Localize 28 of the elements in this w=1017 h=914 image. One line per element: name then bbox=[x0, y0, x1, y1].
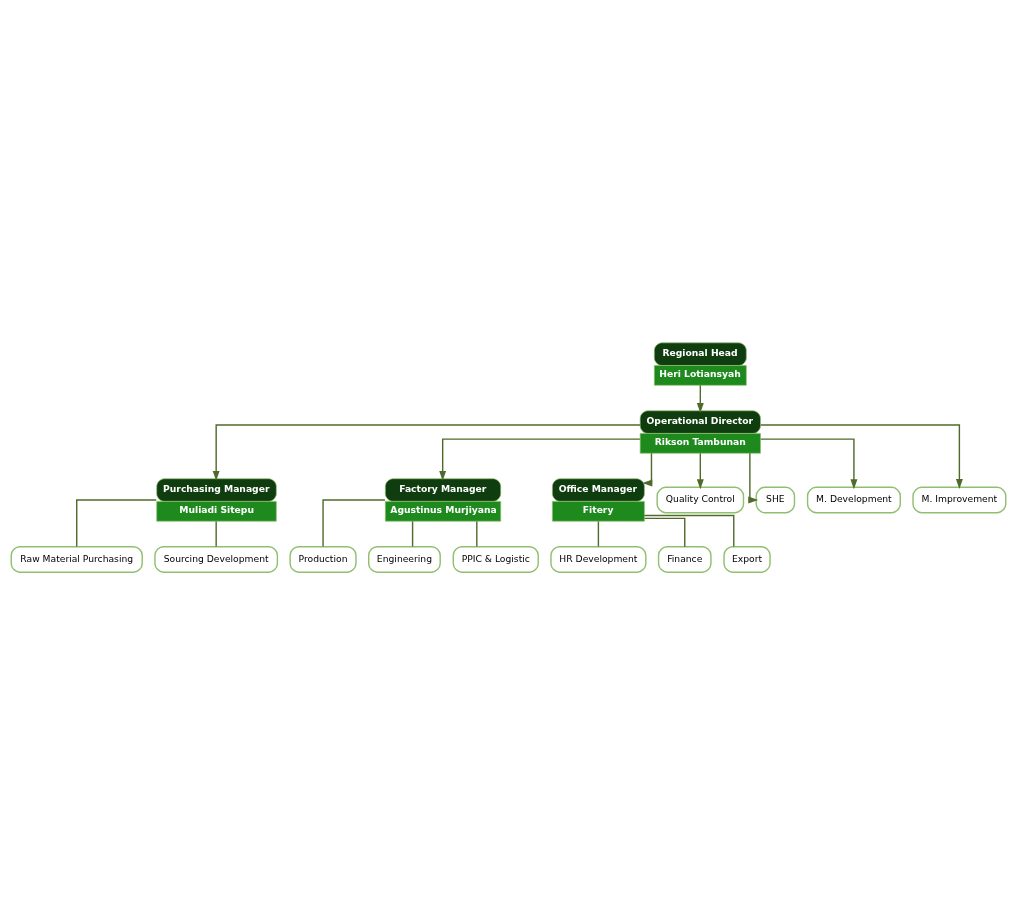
arrow bbox=[696, 452, 704, 489]
node-box: Production bbox=[289, 545, 357, 573]
arrow bbox=[696, 384, 704, 413]
node-box: Raw Material Purchasing bbox=[10, 545, 143, 573]
connector bbox=[411, 520, 414, 547]
connector bbox=[597, 520, 600, 547]
node-box: Export bbox=[723, 545, 771, 573]
arrow bbox=[439, 437, 641, 481]
node-box: Finance bbox=[657, 545, 712, 573]
node-box: Sourcing Development bbox=[154, 545, 279, 573]
node-box: SHE bbox=[755, 486, 796, 513]
connector bbox=[643, 517, 686, 547]
connector bbox=[76, 498, 157, 547]
arrow bbox=[759, 437, 858, 489]
node-box: M. Improvement bbox=[912, 486, 1007, 513]
node-box: Quality Control bbox=[656, 486, 745, 513]
connector bbox=[322, 498, 386, 547]
arrow bbox=[212, 423, 641, 481]
arrow bbox=[642, 452, 653, 486]
arrow bbox=[760, 423, 963, 489]
connector bbox=[215, 520, 217, 547]
connector bbox=[476, 520, 478, 547]
connector bbox=[643, 514, 735, 547]
node-box: HR Development bbox=[550, 545, 647, 573]
arrow bbox=[748, 452, 759, 503]
node-box: M. Development bbox=[806, 486, 901, 513]
node-box: PPIC & Logistic bbox=[452, 545, 539, 573]
node-box: Engineering bbox=[368, 545, 441, 573]
